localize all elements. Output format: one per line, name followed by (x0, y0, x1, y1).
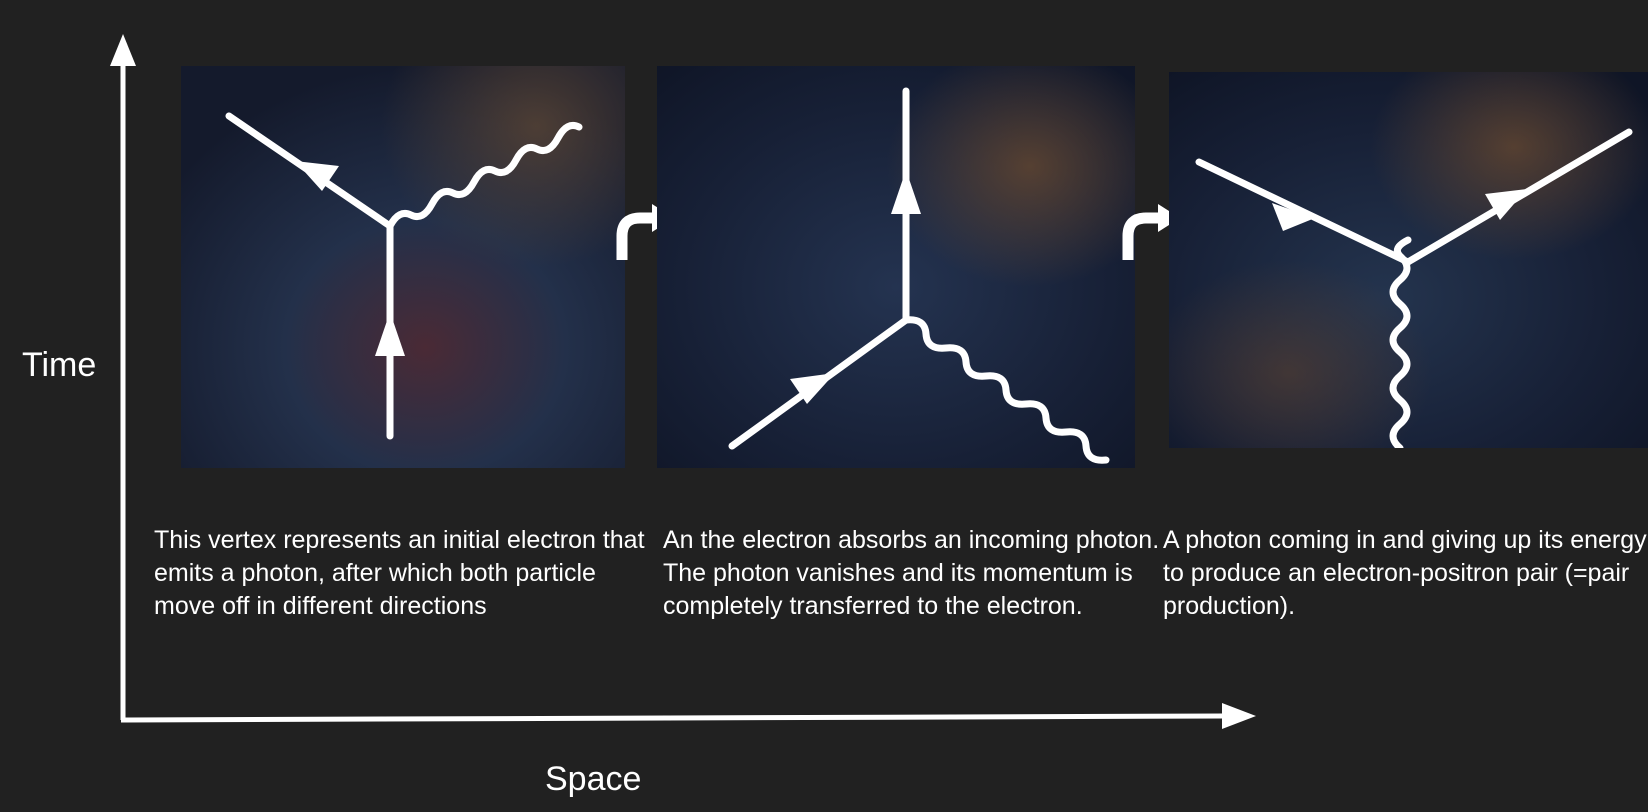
electron-line (1195, 158, 1412, 266)
time-axis-arrowhead (110, 34, 136, 66)
electron-direction-arrow (375, 312, 405, 356)
electron-direction-arrow (891, 170, 921, 214)
panel-absorption-diagram (657, 66, 1135, 468)
time-axis-label: Time (22, 346, 97, 384)
electron-direction-arrow (295, 161, 339, 191)
positron-direction-arrow (1485, 189, 1527, 220)
space-axis (120, 713, 1226, 723)
caption-emission: This vertex represents an initial electr… (154, 526, 645, 620)
emitted-photon-wave (386, 121, 583, 230)
space-axis-arrowhead (1222, 703, 1256, 729)
electron-direction-arrow (1272, 203, 1315, 231)
panel-pair-production-diagram (1169, 72, 1648, 448)
electron-direction-arrow (790, 373, 835, 404)
caption-pair-production: A photon coming in and giving up its ene… (1163, 526, 1647, 620)
panel-emission-diagram (181, 66, 625, 468)
incoming-photon-wave (1389, 236, 1412, 448)
absorbed-photon-wave (902, 316, 1110, 464)
caption-absorption: An the electron absorbs an incoming phot… (663, 526, 1160, 620)
space-axis-label: Space (545, 760, 642, 798)
